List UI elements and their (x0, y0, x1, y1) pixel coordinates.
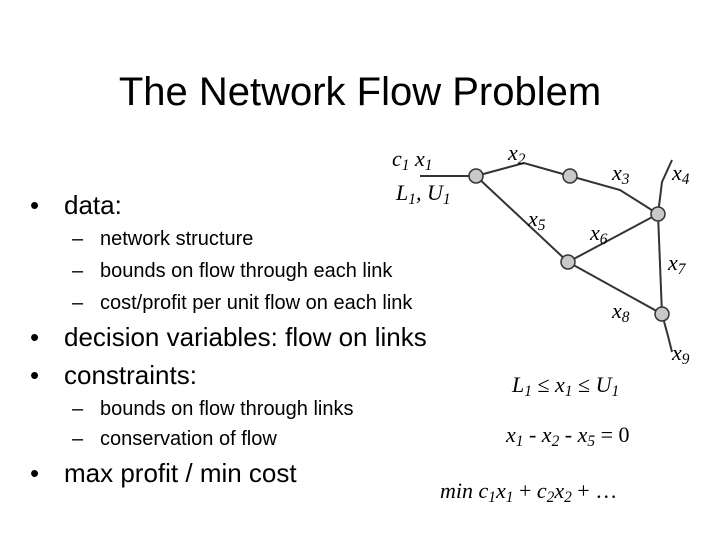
sub-item: –conservation of flow (72, 428, 277, 451)
bullet-text: data: (64, 190, 122, 220)
conservation-constraint: x1 - x2 - x5 = 0 (506, 422, 630, 450)
sub-item-text: conservation of flow (100, 428, 277, 450)
sub-item: –bounds on flow through each link (72, 260, 392, 283)
dash: – (72, 292, 84, 314)
edge-x3 (569, 175, 659, 215)
bullet-constraints: • constraints: (30, 360, 197, 391)
sub-item-text: bounds on flow through links (100, 398, 354, 420)
bullet-dot: • (30, 360, 40, 390)
dash: – (72, 428, 84, 450)
label-x4: x4 (672, 160, 690, 188)
label-x6: x6 (590, 220, 608, 248)
sub-item-text: network structure (100, 228, 254, 250)
label-c1-x1: c1 x1 (392, 146, 433, 174)
bullet-text: decision variables: flow on links (64, 322, 427, 352)
network-edges (420, 159, 673, 353)
node (650, 206, 666, 222)
label-x7: x7 (668, 250, 686, 278)
sub-item: –bounds on flow through links (72, 398, 354, 421)
bullet-dot: • (30, 322, 40, 352)
bullet-data: • data: (30, 190, 122, 221)
edge-x2 (475, 161, 571, 177)
node (562, 168, 578, 184)
node (560, 254, 576, 270)
edge-x6 (567, 213, 659, 263)
bound-constraint: L1 ≤ x1 ≤ U1 (512, 372, 620, 400)
bullet-text: constraints: (64, 360, 197, 390)
bullet-dot: • (30, 458, 40, 488)
label-x3: x3 (612, 160, 630, 188)
edge-x4 (657, 159, 673, 215)
dash: – (72, 398, 84, 420)
label-x9: x9 (672, 340, 690, 368)
sub-item-text: cost/profit per unit flow on each link (100, 292, 413, 314)
bullet-text: max profit / min cost (64, 458, 297, 488)
edge-x8 (567, 261, 663, 315)
sub-item: –cost/profit per unit flow on each link (72, 292, 412, 315)
page-title: The Network Flow Problem (118, 70, 602, 114)
label-L1-U1: L1, U1 (396, 180, 451, 208)
dash: – (72, 260, 84, 282)
objective-function: min c1x1 + c2x2 + … (440, 478, 618, 506)
bullet-decision-variables: • decision variables: flow on links (30, 322, 427, 353)
sub-item: –network structure (72, 228, 253, 251)
label-x5: x5 (528, 206, 546, 234)
edge-x5 (475, 175, 569, 263)
node (468, 168, 484, 184)
dash: – (72, 228, 84, 250)
node (654, 306, 670, 322)
label-x2: x2 (508, 140, 526, 168)
edge-x7 (657, 213, 663, 315)
label-x8: x8 (612, 298, 630, 326)
network-nodes (468, 168, 670, 322)
bullet-objective: • max profit / min cost (30, 458, 297, 489)
bullet-dot: • (30, 190, 40, 220)
sub-item-text: bounds on flow through each link (100, 260, 393, 282)
